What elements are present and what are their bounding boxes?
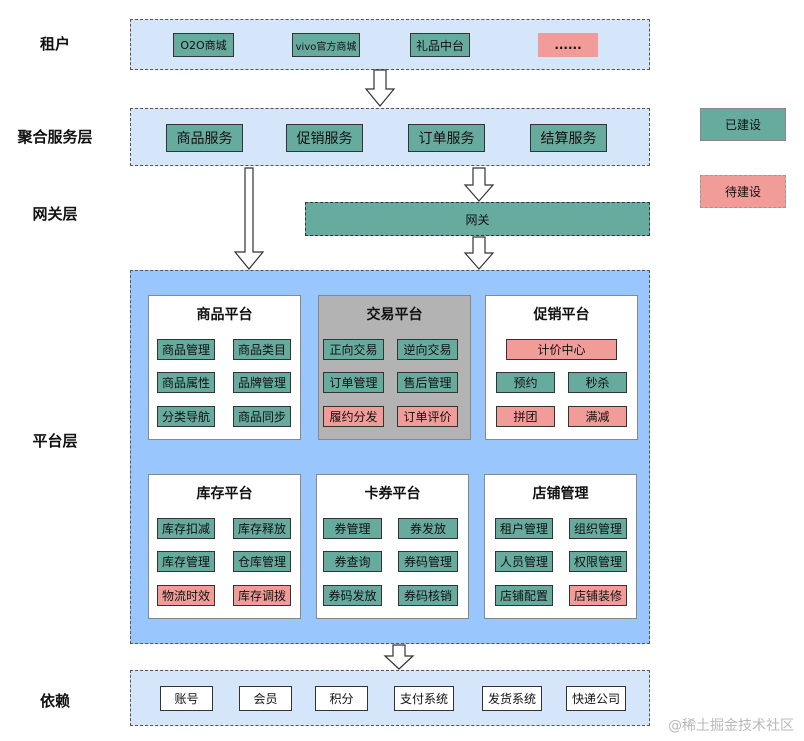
tenant-gift: 礼品中台 <box>410 33 470 57</box>
item-store-config: 店铺配置 <box>495 585 553 606</box>
item-coupon-manage: 券管理 <box>323 518 382 539</box>
item-store-decor: 店铺装修 <box>569 585 627 606</box>
tenant-more: ...... <box>538 33 598 57</box>
item-code-verify: 券码核销 <box>398 585 458 606</box>
watermark: @稀土掘金技术社区 <box>668 718 794 734</box>
item-group-buy: 拼团 <box>496 406 555 427</box>
item-staff-manage: 人员管理 <box>495 551 553 572</box>
item-stock-transfer: 库存调拨 <box>233 585 291 606</box>
card-title: 店铺管理 <box>532 486 589 502</box>
card-title: 交易平台 <box>366 307 423 323</box>
item-forward-trade: 正向交易 <box>323 339 384 360</box>
service-settle: 结算服务 <box>530 124 607 152</box>
item-category-nav: 分类导航 <box>157 406 215 427</box>
item-stock-manage: 库存管理 <box>157 551 215 572</box>
card-title: 卡券平台 <box>364 486 421 502</box>
dep-shipping: 发货系统 <box>482 686 542 711</box>
layer-label-tenant: 租户 <box>39 35 70 53</box>
legend-built: 已建设 <box>700 108 786 141</box>
item-full-reduction: 满减 <box>568 406 627 427</box>
item-brand-manage: 品牌管理 <box>233 372 291 393</box>
arrow-platform-to-dependency <box>383 644 415 670</box>
item-stock-deduct: 库存扣减 <box>157 518 215 539</box>
item-order-manage: 订单管理 <box>323 372 384 393</box>
item-flash-sale: 秒杀 <box>568 372 627 393</box>
layer-label-dependency: 依赖 <box>39 692 70 710</box>
card-title: 库存平台 <box>196 486 253 502</box>
item-reservation: 预约 <box>496 372 555 393</box>
dep-payment: 支付系统 <box>394 686 454 711</box>
dep-account: 账号 <box>160 686 213 711</box>
tenant-o2o: O2O商城 <box>173 33 234 57</box>
item-coupon-issue: 券发放 <box>398 518 458 539</box>
item-code-issue: 券码发放 <box>323 585 382 606</box>
item-permission-manage: 权限管理 <box>569 551 627 572</box>
dependency-band <box>130 670 650 726</box>
card-title: 商品平台 <box>196 307 253 323</box>
item-stock-release: 库存释放 <box>233 518 291 539</box>
item-tenant-manage: 租户管理 <box>495 518 553 539</box>
item-goods-category: 商品类目 <box>233 339 291 360</box>
item-coupon-query: 券查询 <box>323 551 382 572</box>
item-order-review: 订单评价 <box>397 406 458 427</box>
service-goods: 商品服务 <box>166 124 243 152</box>
arrow-gateway-to-platform <box>463 236 495 270</box>
item-warehouse-manage: 仓库管理 <box>233 551 291 572</box>
layer-label-gateway: 网关层 <box>32 205 78 223</box>
item-pricing-center: 计价中心 <box>506 339 617 360</box>
arrow-tenant-to-aggregation <box>364 69 396 107</box>
item-aftersale-manage: 售后管理 <box>397 372 458 393</box>
layer-label-platform: 平台层 <box>32 432 78 450</box>
item-goods-manage: 商品管理 <box>157 339 215 360</box>
item-goods-attr: 商品属性 <box>157 372 215 393</box>
item-logistics-time: 物流时效 <box>157 585 215 606</box>
service-order: 订单服务 <box>408 124 485 152</box>
legend-pending: 待建设 <box>700 175 786 208</box>
dep-points: 积分 <box>315 686 368 711</box>
card-title: 促销平台 <box>533 307 590 323</box>
item-goods-sync: 商品同步 <box>233 406 291 427</box>
arrow-aggregation-to-gateway <box>463 167 495 202</box>
dep-courier: 快递公司 <box>566 686 626 711</box>
item-code-manage: 券码管理 <box>398 551 458 572</box>
service-promo: 促销服务 <box>286 124 363 152</box>
item-org-manage: 组织管理 <box>569 518 627 539</box>
arrow-aggregation-to-platform <box>233 167 265 270</box>
tenant-vivo: vivo官方商城 <box>292 33 360 57</box>
gateway-bar: 网关 <box>305 202 650 236</box>
item-reverse-trade: 逆向交易 <box>397 339 458 360</box>
dep-member: 会员 <box>239 686 292 711</box>
layer-label-aggregation: 聚合服务层 <box>17 128 93 146</box>
item-fulfillment: 履约分发 <box>323 406 384 427</box>
